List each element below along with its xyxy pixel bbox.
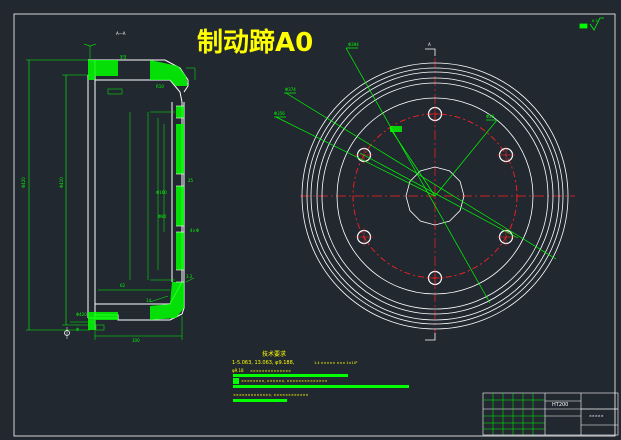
svg-text:100: 100	[132, 338, 140, 343]
svg-text:3.2: 3.2	[120, 55, 127, 60]
roughness-symbol: 6.3	[579, 17, 604, 31]
drawing-title: 制动蹄A0	[197, 28, 314, 58]
svg-text:Φ410: Φ410	[59, 177, 64, 188]
svg-text:Φ: Φ	[76, 327, 79, 332]
section-view: Φ420 Φ410	[21, 31, 199, 343]
drawing-border	[13, 13, 616, 437]
tech-req-line2: φ9.18	[232, 368, 244, 373]
svg-text:Φ356: Φ356	[274, 111, 285, 116]
svg-text:A: A	[428, 42, 431, 47]
tech-req-heading: 技术要求	[262, 350, 286, 358]
svg-text:×××××××××××××, ××××××××××××: ×××××××××××××, ××××××××××××	[233, 393, 309, 397]
svg-text:Φ80: Φ80	[158, 214, 167, 219]
svg-text:××××××××, ××××××, ××××××××××××: ××××××××, ××××××, ××××××××××××××	[241, 379, 328, 383]
svg-text:A—A: A—A	[116, 31, 126, 36]
svg-text:Φ160: Φ160	[156, 190, 167, 195]
svg-text:×××××: ×××××	[589, 414, 604, 418]
tech-req-line1: 1-5.063, 13.063, φ9.188,	[232, 360, 295, 366]
technical-requirements: 技术要求 1-5.063, 13.063, φ9.188, 1.4 ××××× …	[232, 350, 409, 402]
svg-text:25: 25	[188, 178, 194, 183]
svg-text:Φ420: Φ420	[76, 312, 87, 317]
svg-text:Φ394: Φ394	[348, 42, 359, 47]
svg-text:6.3: 6.3	[592, 19, 598, 23]
svg-text:Φ20: Φ20	[486, 114, 495, 119]
svg-text:Φ374: Φ374	[285, 87, 296, 92]
svg-text:R10: R10	[156, 84, 164, 89]
front-view: Φ394 Φ374 Φ356 Φ20 A	[274, 42, 575, 341]
svg-text:1.4 ××××× ××× 1×10⁴: 1.4 ××××× ××× 1×10⁴	[314, 361, 358, 365]
title-block-grid	[483, 393, 545, 435]
svg-text:××××××××××××××: ××××××××××××××	[250, 369, 291, 373]
svg-text:Φ420: Φ420	[21, 177, 26, 188]
svg-text:4×Φ: 4×Φ	[190, 228, 199, 233]
material-label: HT200	[552, 402, 568, 408]
svg-text:62: 62	[120, 283, 126, 288]
svg-text:3.2: 3.2	[186, 274, 193, 279]
svg-text:14: 14	[146, 298, 152, 303]
